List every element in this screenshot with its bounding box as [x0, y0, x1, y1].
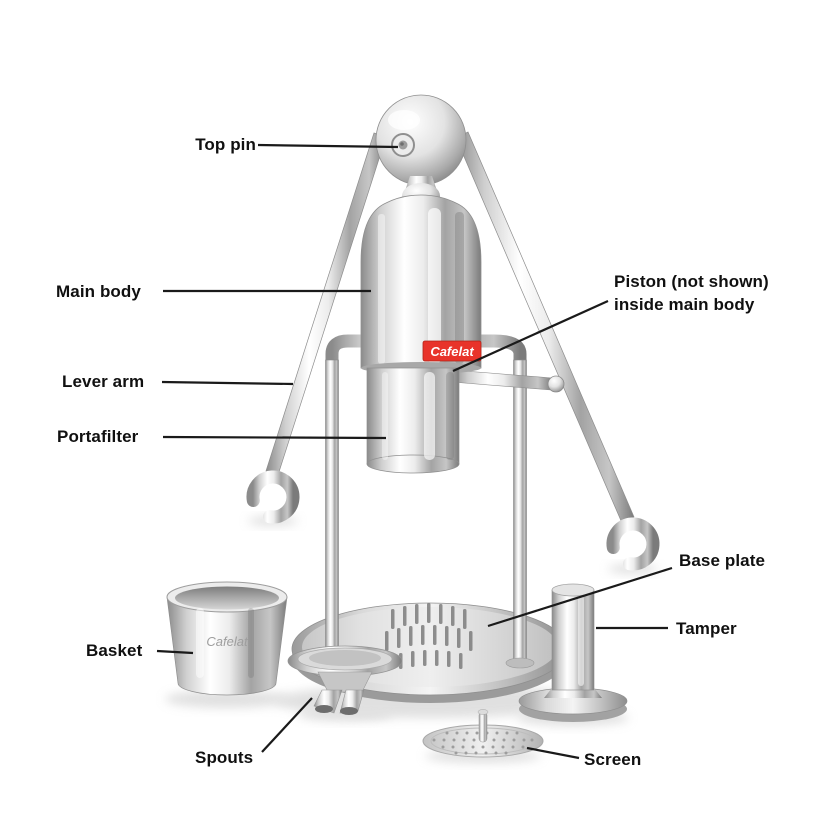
- piston-linkage-part: [451, 369, 565, 393]
- leader-base-plate: [487, 566, 673, 628]
- lever-hook-right: [606, 517, 660, 571]
- label-basket: Basket: [86, 641, 143, 660]
- leader-spouts: [261, 697, 313, 753]
- label-base-plate: Base plate: [679, 551, 766, 570]
- label-piston: Piston (not shown) inside main body: [614, 272, 769, 314]
- label-spouts: Spouts: [195, 748, 254, 767]
- leader-screen: [526, 746, 580, 760]
- leader-basket: [156, 649, 194, 655]
- label-tamper: Tamper: [676, 619, 737, 638]
- drip-tray-slots: [385, 603, 473, 669]
- screen-pin: [478, 711, 488, 743]
- lever-arm-right-part: [455, 131, 660, 571]
- leader-top-pin: [257, 143, 399, 149]
- portafilter-part: [366, 367, 460, 474]
- label-lever-arm: Lever arm: [62, 372, 145, 391]
- brand-badge-text: Cafelat: [430, 344, 474, 359]
- label-top-pin: Top pin: [195, 135, 256, 154]
- label-main-body: Main body: [56, 282, 141, 301]
- head-part: [375, 94, 467, 186]
- screen-part: [422, 709, 544, 758]
- leader-portafilter: [162, 435, 387, 440]
- leader-piston: [452, 299, 609, 373]
- top-pin-part: [391, 133, 415, 157]
- brand-badge: Cafelat: [422, 340, 482, 362]
- leader-lines: [156, 143, 673, 760]
- leader-lever-arm: [161, 380, 294, 386]
- basket-part: Cafelat: [166, 581, 288, 696]
- label-screen: Screen: [584, 750, 642, 769]
- main-body-part: Cafelat: [360, 194, 482, 374]
- screen-holes: [432, 731, 534, 755]
- spouts-part: [287, 645, 403, 715]
- basket-engraving-text: Cafelat: [206, 634, 249, 649]
- tamper-part: [518, 583, 628, 722]
- lever-hook-left: [246, 470, 300, 524]
- label-portafilter: Portafilter: [57, 427, 139, 446]
